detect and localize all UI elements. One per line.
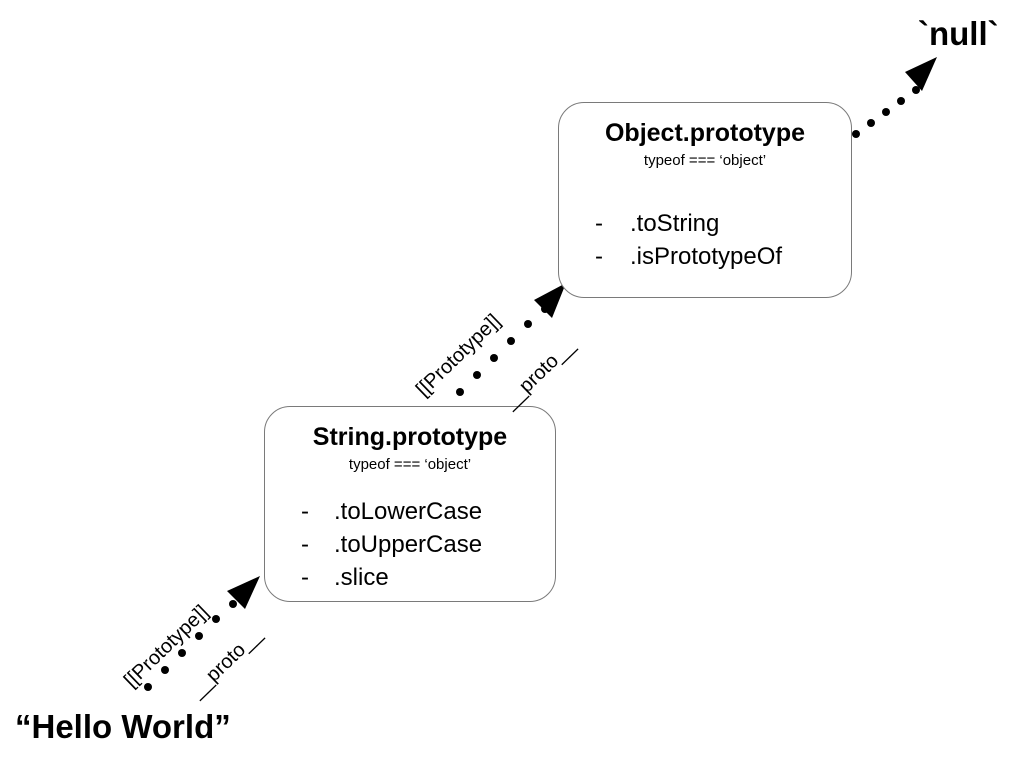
arrowhead-icon <box>227 576 260 609</box>
string-prototype-node: String.prototype typeof === ‘object’ - .… <box>264 406 556 602</box>
member-item: - .isPrototypeOf <box>559 240 851 273</box>
member-item: - .toString <box>559 207 851 240</box>
member-marker: - <box>301 531 309 558</box>
object-prototype-typeof: typeof === ‘object’ <box>643 152 767 169</box>
member-marker: - <box>301 564 309 591</box>
member-marker: - <box>301 498 309 525</box>
string-prototype-typeof: typeof === ‘object’ <box>348 456 472 473</box>
member-item: - .toLowerCase <box>265 495 555 528</box>
object-prototype-node: Object.prototype typeof === ‘object’ - .… <box>558 102 852 298</box>
dotted-arrow-hello-to-string <box>144 576 260 691</box>
member-name: .slice <box>334 564 389 591</box>
member-name: .toLowerCase <box>334 498 483 525</box>
member-marker: - <box>595 210 603 237</box>
dotted-arrow-object-to-null <box>852 57 937 138</box>
member-name: .toUpperCase <box>334 531 483 558</box>
hello-world-string-label: “Hello World” <box>15 708 231 745</box>
string-prototype-members: - .toLowerCase - .toUpperCase - .slice <box>265 495 555 594</box>
null-label: `null` <box>918 15 999 52</box>
member-marker: - <box>595 243 603 270</box>
string-prototype-title: String.prototype <box>312 423 508 451</box>
arrowhead-icon <box>905 57 937 91</box>
dotted-arrow-string-to-object <box>456 283 566 396</box>
object-prototype-members: - .toString - .isPrototypeOf <box>559 207 851 273</box>
member-item: - .toUpperCase <box>265 528 555 561</box>
member-item: - .slice <box>265 561 555 594</box>
arrowhead-icon <box>534 283 566 318</box>
member-name: .isPrototypeOf <box>630 243 783 270</box>
member-name: .toString <box>630 210 720 237</box>
object-prototype-title: Object.prototype <box>604 119 805 147</box>
